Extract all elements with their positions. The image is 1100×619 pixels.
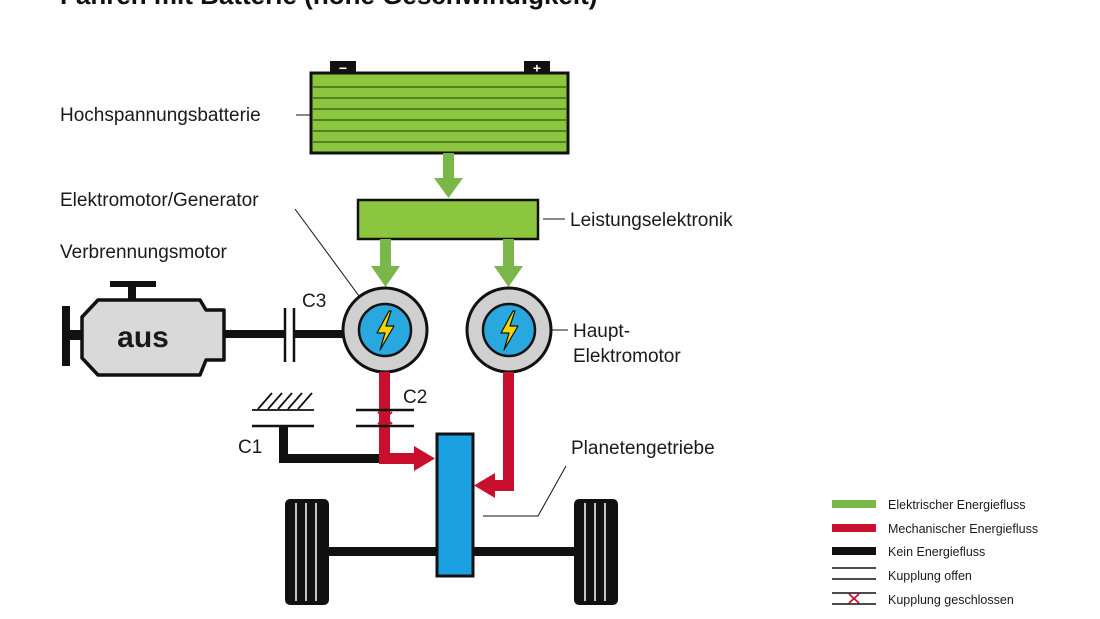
mech-flow-main-horizontal xyxy=(492,480,514,491)
legend-swatch-clutch-open xyxy=(832,567,876,580)
main-electric-motor xyxy=(465,286,553,374)
battery-cell-lines xyxy=(313,86,566,143)
legend-label-clutch-open: Kupplung offen xyxy=(888,569,972,583)
main-motor-label-line1: Haupt- xyxy=(573,321,630,342)
battery-minus-sign: − xyxy=(339,60,347,76)
mech-flow-main-vertical xyxy=(503,372,514,491)
ground-hatch xyxy=(252,392,314,411)
c1-shaft-no-flow xyxy=(279,427,379,463)
legend-item-clutch-closed: Kupplung geschlossen xyxy=(832,592,1014,607)
legend-label-clutch-closed: Kupplung geschlossen xyxy=(888,593,1014,607)
motor-generator xyxy=(341,286,429,374)
legend-swatch-no-flow xyxy=(832,547,876,555)
battery-body xyxy=(309,71,570,155)
engine-state-text: aus xyxy=(117,321,169,354)
battery-plus-sign: + xyxy=(533,60,541,76)
planetary-gear-label: Planetengetriebe xyxy=(571,438,715,459)
power-electronics-label: Leistungselektronik xyxy=(570,210,733,231)
electric-flow-arrow-battery xyxy=(434,153,463,198)
legend: Elektrischer Energiefluss Mechanischer E… xyxy=(832,498,1038,607)
engine-shaft xyxy=(224,330,284,338)
battery: − + xyxy=(309,60,570,155)
legend-item-no-flow: Kein Energiefluss xyxy=(832,545,985,559)
legend-swatch-clutch-closed xyxy=(832,592,876,605)
legend-label-mechanical: Mechanischer Energiefluss xyxy=(888,522,1038,536)
c3-shaft xyxy=(294,330,346,338)
tire-icon xyxy=(285,499,329,605)
motor-generator-label: Elektromotor/Generator xyxy=(60,190,259,211)
legend-swatch-mechanical xyxy=(832,524,876,532)
clutch-c3 xyxy=(283,308,296,362)
engine-icon xyxy=(62,281,226,377)
planetary-gear-leader xyxy=(483,465,567,517)
electric-flow-arrow-main-motor xyxy=(494,239,523,287)
c2-label: C2 xyxy=(403,387,427,408)
tire-icon xyxy=(574,499,618,605)
lightning-bolt-icon xyxy=(376,310,395,351)
legend-swatch-electric xyxy=(832,500,876,508)
power-electronics-box xyxy=(356,198,540,241)
legend-item-clutch-open: Kupplung offen xyxy=(832,567,972,583)
legend-item-electric: Elektrischer Energiefluss xyxy=(832,498,1026,512)
combustion-engine-label: Verbrennungsmotor xyxy=(60,242,228,263)
mech-flow-arrow-into-planetary xyxy=(414,446,435,471)
mech-flow-arrow-main-into-planetary xyxy=(474,473,495,498)
clutch-c2 xyxy=(356,408,414,428)
c3-label: C3 xyxy=(302,291,326,312)
clutch-closed-x-icon xyxy=(377,411,393,425)
electric-flow-arrow-mg xyxy=(371,239,400,287)
lightning-bolt-icon xyxy=(500,310,519,351)
legend-label-electric: Elektrischer Energiefluss xyxy=(888,498,1026,512)
motor-generator-leader xyxy=(294,208,363,301)
legend-label-no-flow: Kein Energiefluss xyxy=(888,545,985,559)
diagram-title: Fahren mit Batterie (hohe Geschwindigkei… xyxy=(60,0,597,10)
c1-label: C1 xyxy=(238,437,262,458)
battery-label: Hochspannungsbatterie xyxy=(60,105,261,126)
legend-item-mechanical: Mechanischer Energiefluss xyxy=(832,522,1038,536)
clutch-closed-x-icon xyxy=(848,593,860,604)
main-motor-label-line2: Elektromotor xyxy=(573,346,681,367)
planetary-gear xyxy=(435,432,475,578)
mech-flow-mg-horizontal xyxy=(379,453,417,464)
